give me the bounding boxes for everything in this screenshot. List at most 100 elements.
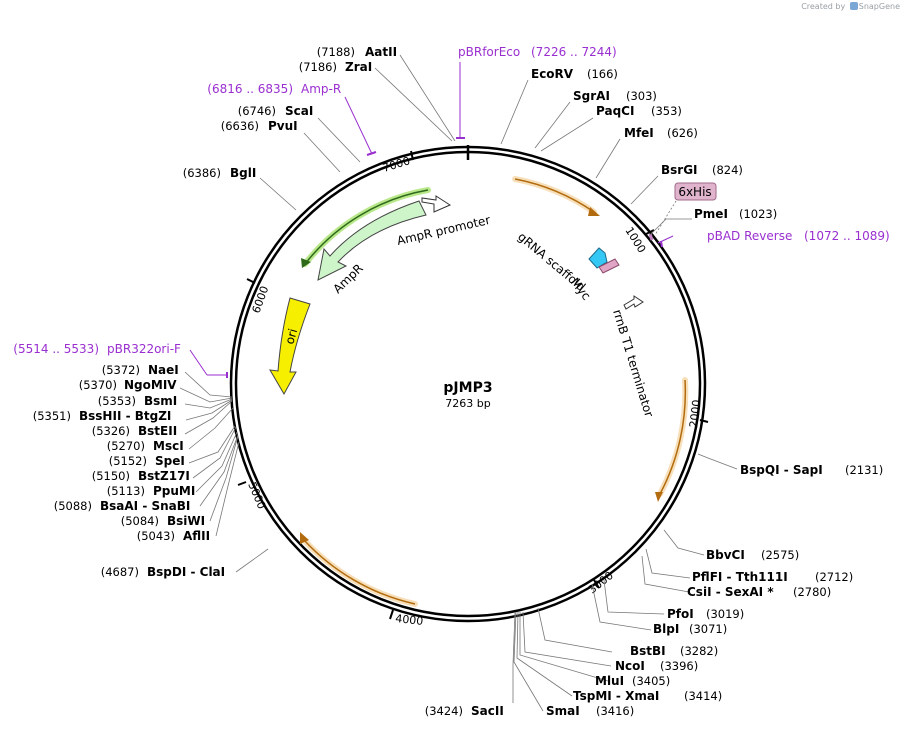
enzyme-label-blpi: BlpI (653, 622, 679, 636)
enzyme-label-pmei: PmeI (694, 207, 728, 221)
enzyme-pos-spei: (5152) (109, 454, 147, 468)
enzyme-pos-blpi: (3071) (689, 622, 727, 636)
enzyme-pos-zrai: (7186) (299, 60, 337, 74)
enzyme-pos-paqci: (353) (651, 104, 682, 118)
enzyme-labels: (7188) AatII (7186) ZraI EcoRV (166) Sgr… (33, 45, 884, 718)
enzyme-pos-bstbi: (3282) (680, 644, 718, 658)
primer-marks (189, 62, 674, 378)
enzyme-pos-tspmi: (3414) (684, 689, 722, 703)
tick-label-6000: 6000 (250, 284, 272, 315)
primer-label-amp-r: Amp-R (301, 82, 341, 96)
enzyme-label-zrai: ZraI (345, 60, 372, 74)
enzyme-pos-pfoi: (3019) (706, 607, 744, 621)
orf-arcs (300, 176, 689, 607)
enzyme-pos-pflfi: (2712) (815, 570, 853, 584)
enzyme-label-ncoi: NcoI (615, 659, 645, 673)
enzyme-pos-bbvci: (2575) (761, 548, 799, 562)
enzyme-pos-ncoi: (3396) (660, 659, 698, 673)
enzyme-label-spei: SpeI (155, 454, 185, 468)
feature-label-ori: ori (282, 327, 300, 346)
enzyme-label-aatii: AatII (365, 45, 397, 59)
enzyme-pos-mfei: (626) (667, 126, 698, 140)
enzyme-label-paqci: PaqCI (596, 104, 634, 118)
enzyme-pos-bsmi: (5353) (98, 394, 136, 408)
enzyme-pos-bgli: (6386) (183, 166, 221, 180)
enzyme-label-pvui: PvuI (268, 119, 298, 133)
enzyme-pos-csii: (2780) (793, 585, 831, 599)
primer-range-pbad-reverse: (1072 .. 1089) (804, 229, 890, 243)
grna-scaffold-arrow (588, 247, 608, 269)
enzyme-pos-sacii: (3424) (425, 704, 463, 718)
his-tag-box (674, 182, 717, 201)
enzyme-pos-aflii: (5043) (137, 529, 175, 543)
enzyme-pos-mlui: (3405) (632, 674, 670, 688)
enzyme-label-bspqi-sapi: BspQI - SapI (740, 463, 823, 477)
enzyme-label-mfei: MfeI (624, 126, 654, 140)
myc-feature-box (598, 258, 620, 274)
enzyme-pos-bsaai: (5088) (54, 499, 92, 513)
enzyme-label-ngomiv: NgoMIV (124, 378, 177, 392)
enzyme-pos-bspqi: (2131) (845, 463, 883, 477)
tick-label-2000: 2000 (687, 399, 703, 428)
enzyme-label-bstbi: BstBI (630, 644, 666, 658)
enzyme-pos-bsshii: (5351) (33, 409, 71, 423)
enzyme-label-bsrgi: BsrGI (661, 163, 698, 177)
enzyme-label-smai: SmaI (546, 704, 580, 718)
primer-label-pbrforeco: pBRforEco (458, 45, 520, 59)
ori-feature-arrow (269, 297, 311, 396)
enzyme-pos-scai: (6746) (238, 104, 276, 118)
tick-label-5000: 5000 (245, 480, 268, 511)
enzyme-label-msci: MscI (153, 439, 184, 453)
primer-range-amp-r: (6816 .. 6835) (207, 82, 293, 96)
tick-label-7000: 7000 (381, 154, 412, 175)
enzyme-pos-pmei: (1023) (739, 207, 777, 221)
snapgene-credit: Created by SnapGene (801, 2, 900, 11)
enzyme-label-csii-sexai: CsiI - SexAI * (687, 585, 774, 599)
credit-brand: SnapGene (858, 2, 900, 11)
enzyme-pos-pvui: (6636) (221, 119, 259, 133)
enzyme-label-bsteii: BstEII (138, 424, 177, 438)
enzyme-label-ecorv: EcoRV (531, 67, 574, 81)
snapgene-logo-icon (849, 2, 858, 10)
enzyme-label-sgrai: SgrAI (573, 89, 610, 103)
primer-label-pbad-reverse: pBAD Reverse (707, 229, 792, 243)
credit-prefix: Created by (801, 2, 846, 11)
enzyme-label-bstz17i: BstZ17I (138, 469, 190, 483)
enzyme-label-bgli: BglI (230, 166, 256, 180)
rrnb-terminator-arrow (623, 295, 644, 310)
enzyme-label-scai: ScaI (285, 104, 313, 118)
ampr-promoter-arrow (421, 195, 452, 213)
enzyme-pos-ngomiv: (5370) (79, 378, 117, 392)
enzyme-pos-bsiwi: (5084) (121, 514, 159, 528)
enzyme-pos-sgrai: (303) (626, 89, 657, 103)
enzyme-label-bsiwi: BsiWI (167, 514, 205, 528)
enzyme-label-ppumi: PpuMI (153, 484, 195, 498)
enzyme-label-bspdi-clai: BspDI - ClaI (147, 565, 225, 579)
enzyme-pos-smai: (3416) (596, 704, 634, 718)
enzyme-pos-aatii: (7188) (317, 45, 355, 59)
enzyme-label-mlui: MluI (595, 674, 624, 688)
enzyme-label-tspmi-xmai: TspMI - XmaI (573, 689, 659, 703)
tick-label-1000: 1000 (622, 225, 648, 256)
enzyme-pos-bspdi: (4687) (101, 565, 139, 579)
primer-label-pbr322ori-f: pBR322ori-F (107, 342, 181, 356)
plasmid-length: 7263 bp (445, 397, 490, 410)
enzyme-label-sacii: SacII (471, 704, 504, 718)
enzyme-label-bbvci: BbvCI (706, 548, 745, 562)
enzyme-label-aflii: AflII (183, 529, 210, 543)
enzyme-pos-bsteii: (5326) (92, 424, 130, 438)
enzyme-label-pfoi: PfoI (667, 607, 694, 621)
tick-label-4000: 4000 (395, 612, 424, 628)
feature-label-6xhis: 6xHis (678, 185, 711, 199)
primer-range-pbrforeco: (7226 .. 7244) (531, 45, 617, 59)
enzyme-label-bsaai-snabi: BsaAI - SnaBI (100, 499, 190, 513)
his-tag-leader (654, 200, 677, 236)
enzyme-pos-bsrgi: (824) (712, 163, 743, 177)
ampr-feature-arrow (317, 200, 427, 281)
plasmid-name: pJMP3 (443, 380, 492, 396)
enzyme-label-pflfi-tth111i: PflFI - Tth111I (692, 570, 788, 584)
enzyme-pos-ppumi: (5113) (107, 484, 145, 498)
primer-labels: pBRforEco (7226 .. 7244) (6816 .. 6835) … (13, 45, 889, 356)
enzyme-label-naei: NaeI (148, 363, 179, 377)
